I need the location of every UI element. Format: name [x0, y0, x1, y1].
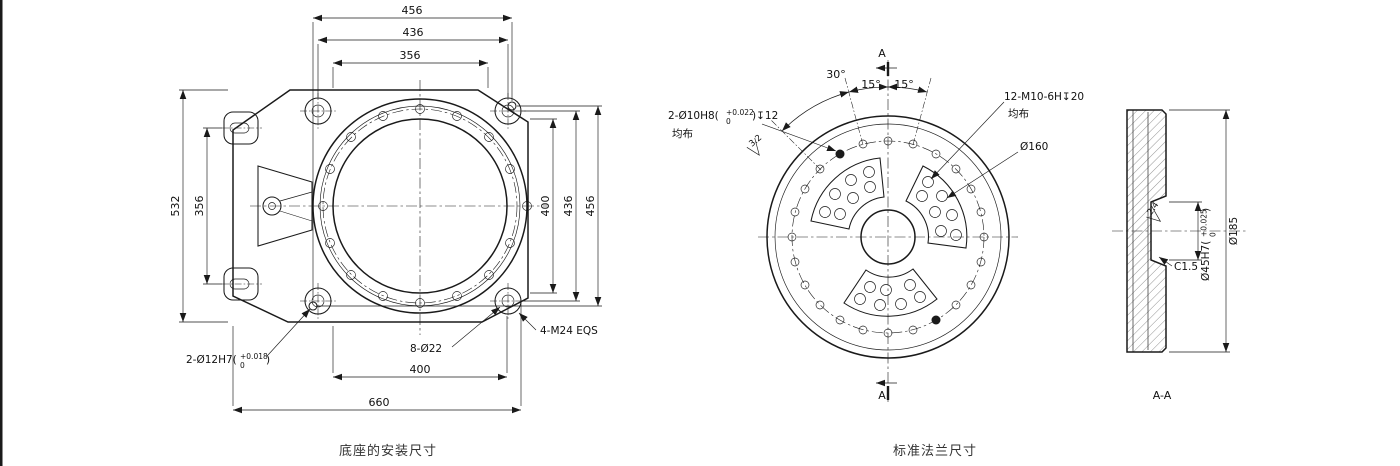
bore-label-close: ) [1200, 208, 1212, 212]
dowel-hole-tol-lower: 0 [726, 117, 731, 126]
dowel-hole-note: 均布 [672, 128, 693, 140]
section-mark-top: A [878, 47, 886, 60]
angle-30-label: 30° [826, 68, 846, 81]
dim-356-top: 356 [400, 49, 421, 62]
angle-arc-30 [781, 91, 850, 132]
caption-flange-view: 标准法兰尺寸 [893, 444, 977, 459]
bolt-hole-label: 8-Ø22 [410, 343, 442, 355]
dowel-hole-lower-right [931, 315, 941, 325]
dowel-hole-upper-left [835, 149, 845, 159]
section-mark-bottom: A [878, 389, 886, 402]
base-mounting-view: 456 436 356 532 356 456 436 400 400 660 … [169, 4, 602, 414]
angle-arc-15a [848, 83, 889, 93]
dim-436-top: 436 [403, 26, 424, 39]
caption-base-view: 底座的安装尺寸 [339, 443, 437, 459]
pocket-tapped-holes [819, 166, 962, 311]
angle-arc-15b [887, 83, 928, 93]
bolt-circle-label: Ø160 [1020, 141, 1048, 153]
angle-15a-label: 15° [861, 78, 881, 91]
dowel-hole-label-close: )↧12 [752, 110, 778, 122]
pin-hole-label: 2-Ø12H7( [186, 354, 237, 366]
base-dimension-lines [179, 14, 602, 414]
chamfer-callout: C1.5 [1158, 256, 1198, 273]
bolt-circle-callout: Ø160 [946, 141, 1048, 199]
pin-hole-label-close: ) [266, 354, 270, 366]
bore-dim-label: Ø45H7( +0.025 0 ) [1200, 208, 1218, 281]
dim-400-right: 400 [539, 196, 552, 217]
dowel-pin-hole-tr [507, 101, 517, 111]
dim-660-bottom: 660 [369, 396, 390, 409]
tapped-hole-label: 4-M24 EQS [540, 325, 598, 337]
angle-15b-label: 15° [894, 78, 914, 91]
tapped-hole-callout: 4-M24 EQS [518, 312, 598, 337]
section-title: A-A [1153, 389, 1172, 402]
frame-left-border [0, 0, 3, 466]
pin-hole-tol-lower: 0 [240, 361, 245, 370]
dowel-hole-tol-upper: +0.022 [726, 108, 754, 117]
flange-tapped-callout: 12-M10-6H↧20 均布 [930, 91, 1084, 180]
bore-tol-upper: +0.025 [1200, 209, 1209, 237]
angle-radial-lines [770, 77, 932, 171]
bolt-hole-callout: 8-Ø22 [410, 306, 501, 355]
chamfer-label: C1.5 [1174, 261, 1198, 273]
dowel-hole-label: 2-Ø10H8( [668, 110, 719, 122]
dim-456-right: 456 [584, 196, 597, 217]
base-extension-lines [179, 22, 602, 406]
roughness-symbol-3-2: 3.2 [746, 133, 764, 156]
section-view: Ø45H7( +0.025 0 ) Ø185 2.4 C1.5 A-A [1112, 109, 1248, 402]
cast-bracket [257, 165, 313, 247]
dowel-hole-callout: 2-Ø10H8( +0.022 0 )↧12 均布 3.2 [668, 108, 837, 156]
flange-ring-holes [787, 136, 989, 338]
dim-400-bottom: 400 [410, 363, 431, 376]
flange-pockets [810, 157, 968, 317]
bore-tol-lower: 0 [1209, 232, 1218, 237]
base-centerlines [222, 80, 548, 335]
dim-456-top: 456 [402, 4, 423, 17]
bore-label: Ø45H7( [1200, 241, 1212, 281]
flange-tapped-label: 12-M10-6H↧20 [1004, 91, 1084, 103]
dim-356-left: 356 [193, 196, 206, 217]
flange-tapped-note: 均布 [1008, 108, 1029, 120]
dim-436-right: 436 [562, 196, 575, 217]
flange-view: A A 30° 15° 15° [668, 47, 1084, 402]
pin-hole-callout: 2-Ø12H7( +0.018 0 ) [186, 308, 311, 370]
section-extension-lines [1169, 109, 1230, 353]
svg-text:3.2: 3.2 [747, 133, 764, 149]
pin-hole-tol-upper: +0.018 [240, 352, 268, 361]
dim-532-left: 532 [169, 196, 182, 217]
outer-dia-label: Ø185 [1228, 217, 1240, 245]
dowel-pin-hole-bl [308, 301, 318, 311]
